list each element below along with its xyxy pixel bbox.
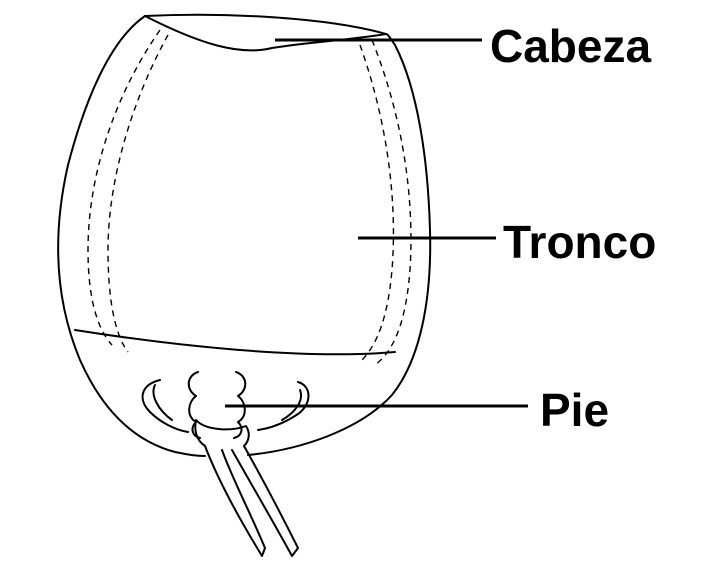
label-trunk: Tronco: [503, 216, 656, 268]
label-foot: Pie: [540, 384, 609, 436]
label-head: Cabeza: [490, 20, 651, 72]
